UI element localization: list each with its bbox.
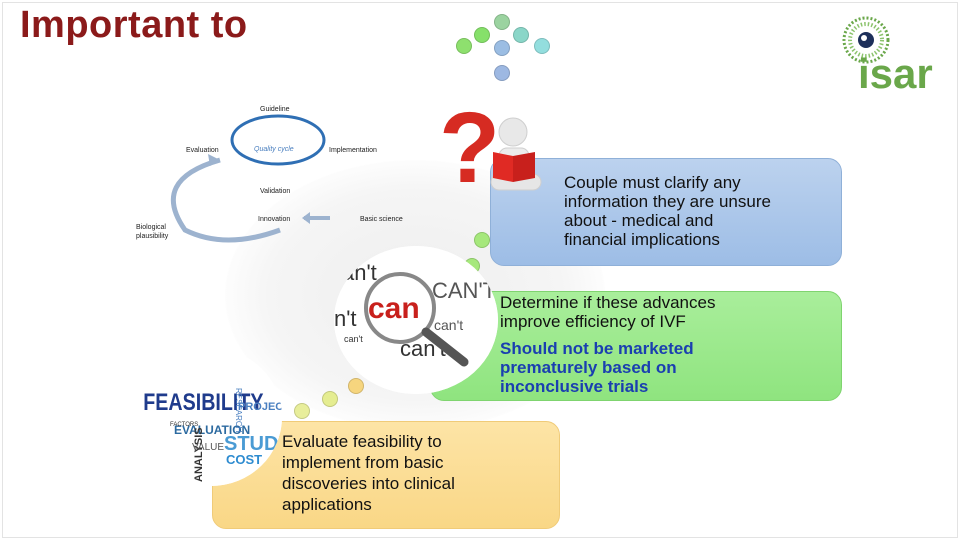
isar-logo-icon: isar [842,16,933,97]
yellow-box-line: implement from basic [282,453,444,472]
green-box-highlight-line: inconclusive trials [500,377,649,396]
svg-text:FACTORS: FACTORS [170,422,198,428]
yellow-box-line: discoveries into clinical [282,474,455,493]
word-cloud-icon: FEASIBILITY STUDY EVALUATION PROJECT COS… [140,348,282,486]
svg-text:PROJECT: PROJECT [238,401,282,413]
blue-box-line: Couple must clarify any [564,173,741,192]
svg-text:can't: can't [434,317,463,333]
svg-text:VALUE: VALUE [192,442,224,453]
blue-box-line: financial implications [564,230,720,249]
decor-dot [494,40,510,56]
slide-title: Important to [20,4,248,46]
feasibility-word-cloud-image: FEASIBILITY STUDY EVALUATION PROJECT COS… [140,348,282,486]
quality-cycle-diagram: Guideline Evaluation Quality cycle Imple… [130,100,420,250]
svg-text:FEASIBILITY: FEASIBILITY [143,388,264,415]
svg-text:STUDY: STUDY [224,433,282,455]
decor-dot [474,27,490,43]
cycle-label-innovation: Innovation [258,216,291,223]
cycle-label-plausibility: plausibility [136,233,169,240]
cycle-label-evaluation: Evaluation [186,147,219,154]
decor-dot [348,378,364,394]
decor-dot [494,14,510,30]
decor-dot [474,232,490,248]
svg-text:can't: can't [344,334,363,344]
svg-text:EVALUATION: EVALUATION [174,423,250,437]
cycle-label-implementation: Implementation [329,147,377,154]
green-box-highlight-line: prematurely based on [500,358,677,377]
decor-dot [456,38,472,54]
green-box-line: Determine if these advances [500,293,716,312]
cycle-label-basic-science: Basic science [360,216,403,223]
svg-text:n't: n't [334,306,357,331]
svg-text:CAN'T: CAN'T [432,278,496,303]
isar-logo: isar [838,8,946,97]
cycle-label-guideline: Guideline [260,106,290,113]
yellow-box-line: applications [282,495,372,514]
svg-text:ANALYSIS: ANALYSIS [193,427,205,482]
magnifier-can-icon: an't n't can't CAN'T can't can't can [334,246,498,394]
svg-text:COST: COST [226,452,262,467]
decor-dot [494,65,510,81]
blue-box-line: about - medical and [564,211,714,230]
cycle-label-quality-cycle: Quality cycle [254,146,294,153]
svg-text:RESEARCH: RESEARCH [234,388,243,433]
svg-text:can: can [368,292,420,325]
decor-dot [534,38,550,54]
decor-dot [322,391,338,407]
info-box-blue: Couple must clarify any information they… [490,158,842,266]
cycle-label-biological: Biological [136,224,166,231]
question-mark-reader-icon: ? [439,92,542,204]
decor-dot [513,27,529,43]
cycle-arrows [170,114,330,243]
yellow-box-line: Evaluate feasibility to [282,432,442,451]
cycle-label-validation: Validation [260,188,291,195]
green-box-highlight-line: Should not be marketed [500,339,694,358]
info-box-green: Determine if these advances improve effi… [430,291,842,401]
isar-logo-text: isar [858,50,933,92]
green-box-line: improve efficiency of IVF [500,312,686,331]
can-cant-image: an't n't can't CAN'T can't can't can [334,246,498,394]
question-figure-image: ? [435,92,565,210]
blue-box-line: information they are unsure [564,192,771,211]
decor-dot [294,403,310,419]
